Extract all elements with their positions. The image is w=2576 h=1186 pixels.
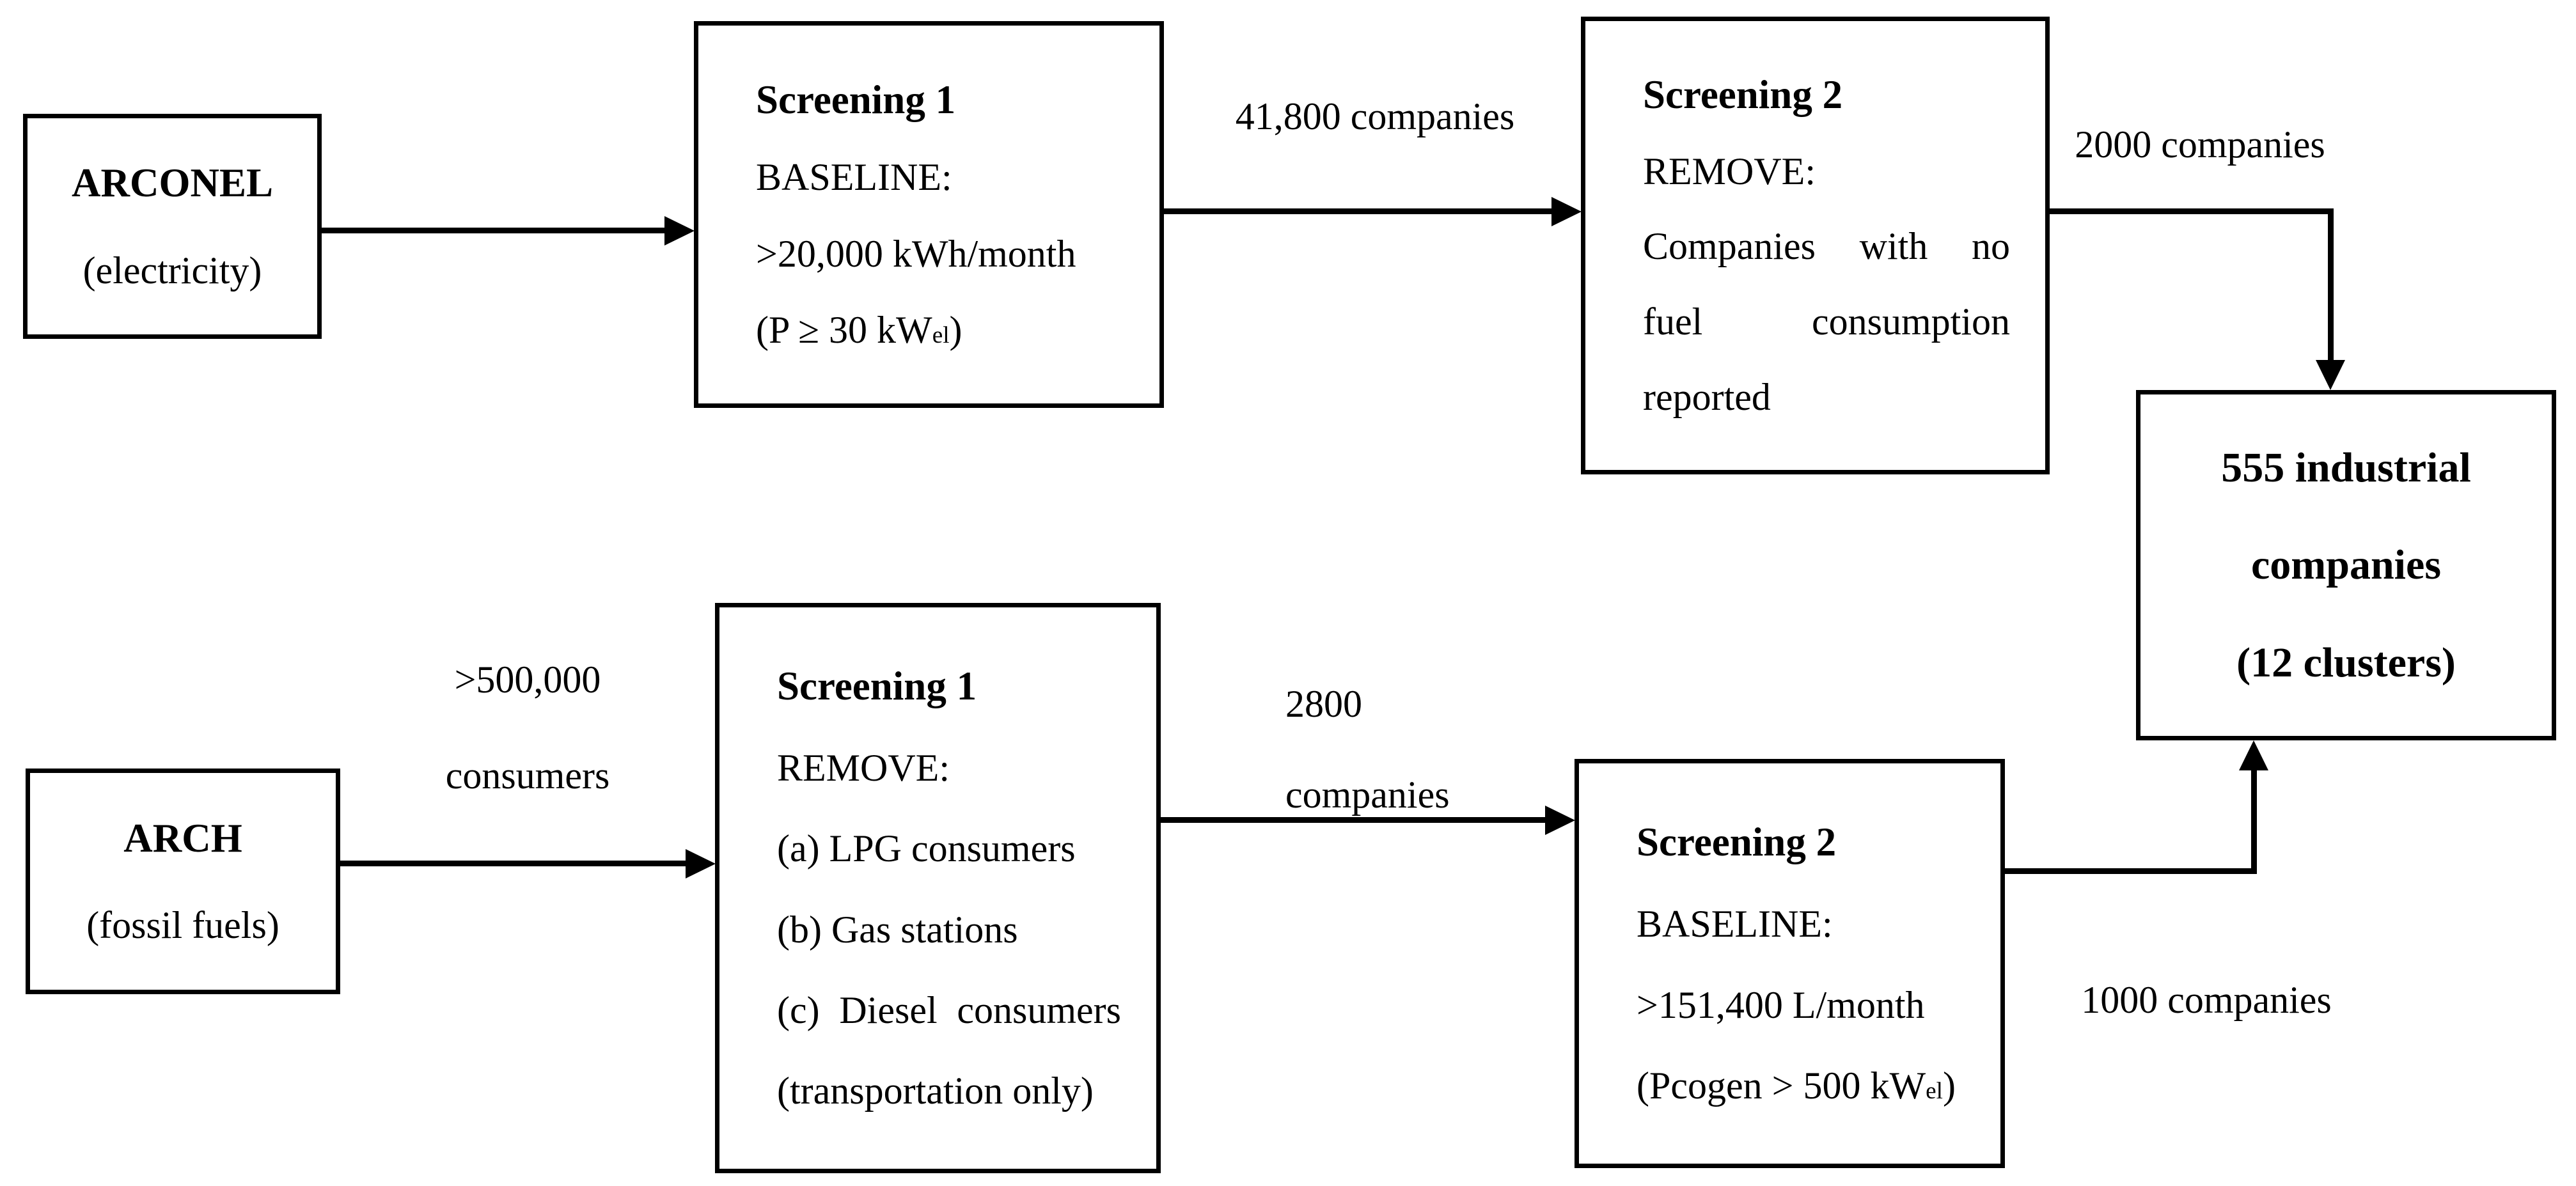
- screening2-bottom-box: Screening 2 BASELINE: >151,400 L/month (…: [1575, 759, 2005, 1168]
- screening2-top-title: Screening 2: [1643, 72, 1843, 117]
- formula-post: ): [949, 308, 962, 351]
- arrow-screening2-top-to-result-vline: [2328, 208, 2334, 362]
- arrow-arch-to-screening1-head: [686, 849, 716, 878]
- screening1-top-line1: BASELINE:: [756, 156, 952, 199]
- label-41800-companies: 41,800 companies: [1235, 95, 1515, 137]
- arconel-title: ARCONEL: [71, 160, 274, 206]
- screening1-bottom-line3: (b) Gas stations: [777, 908, 1018, 951]
- arrow-screening1-to-screening2-top-head: [1551, 197, 1582, 226]
- arrow-screening1-to-screening2-bottom-head: [1545, 806, 1575, 835]
- screening2-bottom-formula: (Pcogen > 500 kWel): [1637, 1064, 1965, 1108]
- arrow-arch-to-screening1-line: [340, 861, 686, 866]
- arrow-screening2-top-to-result-head: [2316, 360, 2345, 390]
- arrow-arconel-to-screening1-line: [322, 228, 666, 233]
- screening2-top-line2: Companies with no: [1643, 225, 2010, 268]
- label-500000-consumers: >500,000 consumers: [409, 632, 646, 823]
- result-box: 555 industrial companies (12 clusters): [2136, 390, 2556, 740]
- screening2-bottom-line1: BASELINE:: [1637, 903, 1833, 946]
- label-2800-line2: companies: [1285, 774, 1450, 816]
- screening1-bottom-line2: (a) LPG consumers: [777, 827, 1076, 870]
- arconel-box: ARCONEL (electricity): [23, 114, 322, 339]
- formula-post: ): [1942, 1064, 1956, 1107]
- screening2-bottom-title: Screening 2: [1637, 820, 1837, 865]
- label-2800-line1: 2800: [1285, 683, 1362, 725]
- screening2-top-line4: reported: [1643, 376, 1771, 419]
- screening1-top-line2: >20,000 kWh/month: [756, 232, 1076, 275]
- result-line1: 555 industrial: [2221, 444, 2471, 491]
- label-1000-companies: 1000 companies: [2081, 979, 2332, 1021]
- arconel-subtitle: (electricity): [82, 249, 262, 292]
- arrow-screening1-to-screening2-top-line: [1164, 208, 1553, 214]
- screening2-top-line3: fuel consumption: [1643, 300, 2010, 343]
- formula-subscript: el: [932, 322, 950, 348]
- arrow-screening2-bottom-to-result-hline: [2005, 868, 2257, 874]
- screening1-top-formula: (P ≥ 30 kWel): [756, 308, 1124, 352]
- result-line2: companies: [2251, 542, 2441, 588]
- screening1-top-box: Screening 1 BASELINE: >20,000 kWh/month …: [694, 21, 1164, 408]
- arch-title: ARCH: [123, 815, 242, 861]
- arch-subtitle: (fossil fuels): [86, 904, 279, 947]
- formula-pre: (P ≥ 30 kW: [756, 308, 932, 351]
- screening2-top-line1: REMOVE:: [1643, 150, 1816, 192]
- arrow-arconel-to-screening1-head: [664, 216, 695, 246]
- screening1-bottom-title: Screening 1: [777, 664, 977, 709]
- label-2800-companies: 2800 companies: [1285, 659, 1490, 840]
- screening1-bottom-box: Screening 1 REMOVE: (a) LPG consumers (b…: [715, 603, 1161, 1173]
- screening2-top-box: Screening 2 REMOVE: Companies with no fu…: [1581, 17, 2050, 474]
- screening2-bottom-line2: >151,400 L/month: [1637, 983, 1925, 1026]
- label-500000-line2: consumers: [445, 754, 610, 797]
- arrow-screening2-bottom-to-result-vline: [2251, 767, 2257, 874]
- arrow-screening2-bottom-to-result-head: [2239, 740, 2268, 770]
- arch-box: ARCH (fossil fuels): [26, 769, 340, 994]
- arrow-screening1-to-screening2-bottom-line: [1161, 817, 1545, 823]
- screening1-bottom-line4: (c) Diesel consumers: [777, 988, 1121, 1031]
- label-500000-line1: >500,000: [454, 659, 601, 701]
- formula-pre: (Pcogen > 500 kW: [1637, 1064, 1926, 1107]
- screening1-top-title: Screening 1: [756, 77, 956, 123]
- screening1-bottom-line5: (transportation only): [777, 1069, 1094, 1112]
- formula-subscript: el: [1926, 1077, 1943, 1104]
- label-2000-companies: 2000 companies: [2075, 123, 2325, 166]
- arrow-screening2-top-to-result-hline: [2050, 208, 2334, 214]
- result-line3: (12 clusters): [2236, 639, 2456, 686]
- screening1-bottom-line1: REMOVE:: [777, 747, 950, 790]
